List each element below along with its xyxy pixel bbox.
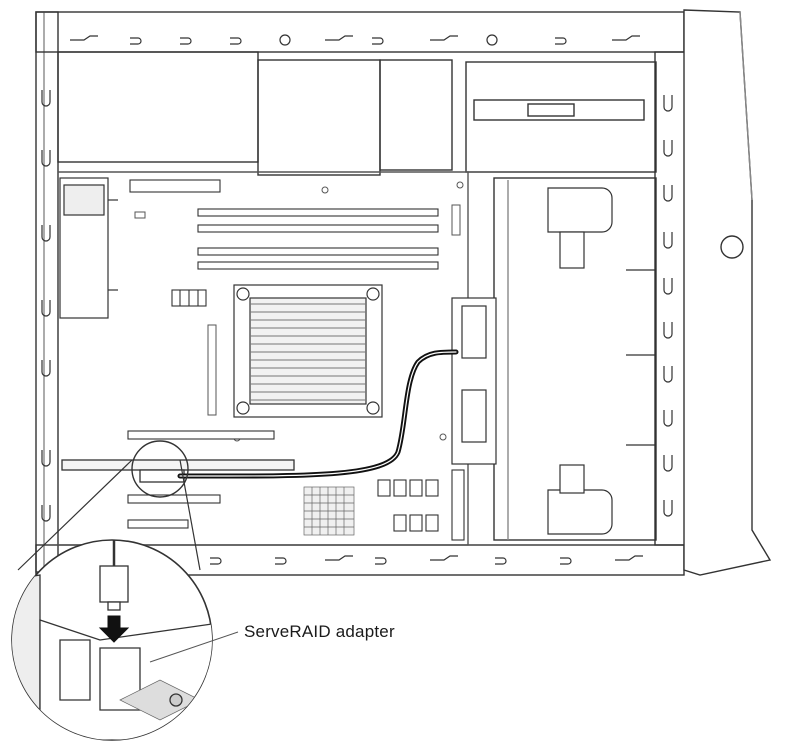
left-fan-assembly xyxy=(59,177,118,319)
chipset xyxy=(303,486,355,536)
power-connector xyxy=(171,289,207,307)
left-rail-clips xyxy=(41,90,51,522)
microprocessor-heat-sink xyxy=(233,284,383,418)
callout-leader-line xyxy=(149,631,239,663)
top-rail-slots xyxy=(70,34,640,46)
serveraid-adapter xyxy=(61,459,295,483)
sata-connectors xyxy=(377,469,465,541)
backplane-connector xyxy=(451,297,497,465)
pci-slots xyxy=(127,430,275,529)
sas-cable xyxy=(177,349,459,479)
server-chassis xyxy=(35,9,772,576)
serveraid-adapter-label: ServeRAID adapter xyxy=(244,622,395,641)
right-rail-clips xyxy=(663,95,673,517)
drive-bay-cage xyxy=(547,187,656,535)
dimm-slots xyxy=(129,179,439,270)
